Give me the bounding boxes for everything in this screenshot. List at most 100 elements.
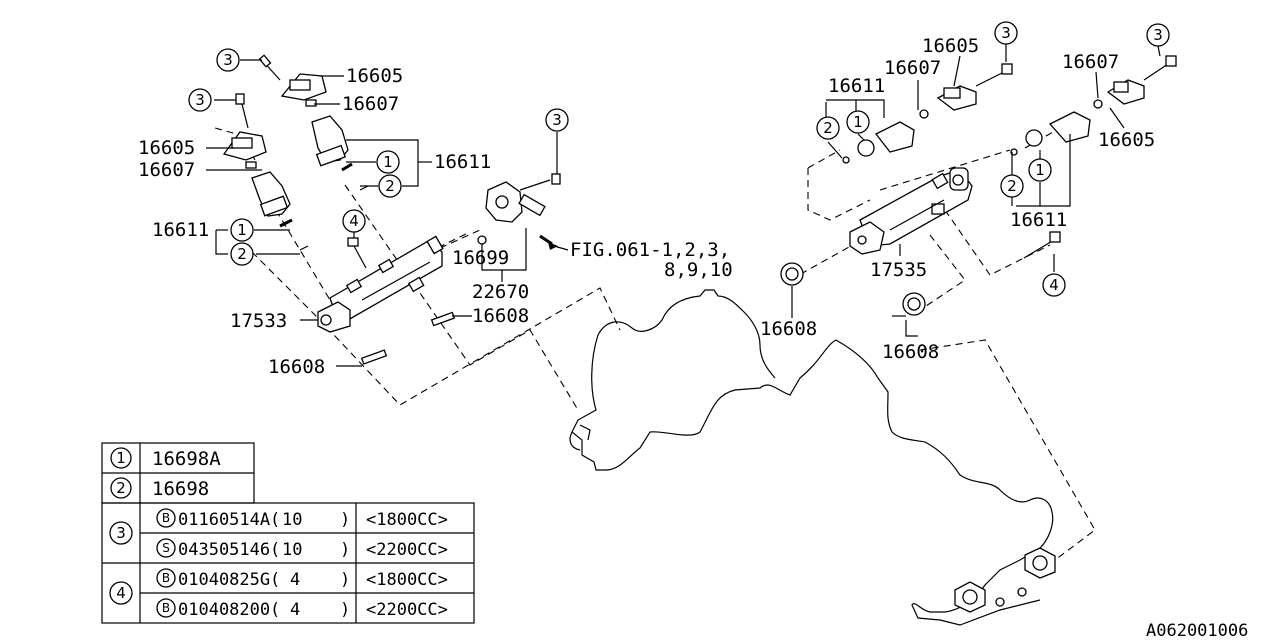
- callout-circle-2: 2: [230, 242, 254, 266]
- legend-part: 16698: [152, 478, 209, 500]
- svg-text:01040825G: 01040825G: [178, 570, 270, 590]
- label-16611: 16611: [152, 219, 209, 241]
- right-bolt-4: [1023, 231, 1061, 259]
- callout-circle-3: 3: [188, 88, 212, 112]
- legend-table: 1 16698A 2 16698 3 B 01160514A 10 <1800C…: [101, 442, 475, 624]
- left-pressure-regulator-22670: [477, 173, 561, 246]
- svg-text:3: 3: [1153, 26, 1163, 44]
- callout-circle-3: 3: [994, 21, 1018, 45]
- left-holder-16605-lower: [222, 93, 267, 169]
- left-injector-upper: [311, 115, 369, 191]
- label-16608: 16608: [268, 356, 325, 378]
- svg-text:1: 1: [853, 113, 863, 131]
- callout-circle-2: 2: [1000, 174, 1024, 198]
- callout-circle-4: 4: [342, 209, 366, 233]
- callout-circle-4: 4: [1042, 273, 1066, 297]
- svg-text:3: 3: [552, 111, 562, 129]
- legend-part: 16698A: [152, 448, 221, 470]
- callout-circle-2: 2: [816, 116, 840, 140]
- svg-text:010408200: 010408200: [178, 600, 270, 620]
- label-fig-ref-1: FIG.061-1,2,3,: [570, 239, 730, 261]
- svg-text:1: 1: [237, 221, 247, 239]
- svg-text:<1800CC>: <1800CC>: [366, 570, 448, 590]
- svg-text:2: 2: [237, 245, 247, 263]
- svg-text:2: 2: [116, 479, 126, 497]
- label-16608: 16608: [760, 318, 817, 340]
- svg-text:(: (: [270, 510, 280, 530]
- label-16608: 16608: [472, 305, 529, 327]
- svg-text:(: (: [270, 600, 280, 620]
- label-16608: 16608: [882, 341, 939, 363]
- svg-text:2: 2: [823, 119, 833, 137]
- left-bolt-4: [347, 237, 367, 269]
- callout-circle-3: 3: [545, 108, 569, 132]
- callout-circle-1: 1: [230, 218, 254, 242]
- right-holder-16605-upper: [936, 63, 1013, 111]
- leader-lines: [206, 44, 1161, 367]
- callout-circle-3: 3: [1146, 23, 1170, 47]
- label-17535: 17535: [870, 259, 927, 281]
- label-16605: 16605: [346, 65, 403, 87]
- legend-group-4: 4 B 01040825G 4 <1800CC> B 010408200 4 <…: [109, 568, 448, 620]
- callout-circle-1: 1: [1028, 158, 1052, 182]
- svg-text:<2200CC>: <2200CC>: [366, 540, 448, 560]
- label-17533: 17533: [230, 310, 287, 332]
- left-gasket-16608-b: [360, 349, 388, 365]
- part-labels-right: 16611 16607 16605 16607 16605 16611 1753…: [760, 35, 1155, 363]
- right-injector-lower: [1010, 99, 1103, 156]
- right-fuel-rail-17535: [849, 167, 973, 255]
- svg-text:3: 3: [195, 91, 205, 109]
- right-holder-16605-lower: [1106, 55, 1177, 105]
- svg-text:2: 2: [385, 177, 395, 195]
- callout-circle-2: 2: [378, 174, 402, 198]
- svg-text:01160514A: 01160514A: [178, 510, 270, 530]
- svg-text:B: B: [162, 601, 170, 615]
- label-16611: 16611: [434, 151, 491, 173]
- label-16611: 16611: [1010, 209, 1067, 231]
- svg-text:4: 4: [290, 600, 300, 620]
- right-injector-upper: [842, 109, 929, 164]
- svg-text:1: 1: [1035, 161, 1045, 179]
- callout-circle-1: 1: [376, 150, 400, 174]
- label-16605: 16605: [922, 35, 979, 57]
- right-gasket-16608-b: [902, 292, 926, 316]
- left-gasket-16608-a: [430, 311, 456, 327]
- label-16607: 16607: [884, 57, 941, 79]
- svg-text:1: 1: [116, 449, 126, 467]
- svg-text:4: 4: [1049, 276, 1059, 294]
- left-fuel-rail-17533: [317, 235, 444, 333]
- diagram-id: A062001006: [1146, 621, 1248, 640]
- callout-circle-1: 1: [846, 110, 870, 134]
- svg-text:2: 2: [1007, 177, 1017, 195]
- svg-text:4: 4: [290, 570, 300, 590]
- legend-group-3: 3 B 01160514A 10 <1800CC> S 043505146 10…: [109, 508, 448, 560]
- right-gasket-16608-a: [780, 262, 804, 286]
- engine-block-outline: [569, 289, 1056, 626]
- left-injector-lower: [251, 171, 309, 251]
- label-16607: 16607: [342, 93, 399, 115]
- label-16607: 16607: [138, 159, 195, 181]
- svg-text:(: (: [270, 570, 280, 590]
- label-16607: 16607: [1062, 51, 1119, 73]
- svg-text:10: 10: [282, 540, 302, 560]
- svg-text:<1800CC>: <1800CC>: [366, 510, 448, 530]
- svg-text:B: B: [162, 511, 170, 525]
- svg-text:(: (: [270, 540, 280, 560]
- svg-text:S: S: [162, 541, 170, 555]
- label-16605: 16605: [1098, 129, 1155, 151]
- legend-parens: () () () (): [270, 510, 350, 620]
- port-boss-1: [954, 581, 986, 613]
- legend-row-1: 1 16698A: [110, 447, 221, 470]
- svg-text:3: 3: [223, 51, 233, 69]
- callout-circle-3: 3: [216, 48, 240, 72]
- label-16611: 16611: [828, 75, 885, 97]
- svg-text:<2200CC>: <2200CC>: [366, 600, 448, 620]
- svg-text:): ): [340, 570, 350, 590]
- svg-text:): ): [340, 510, 350, 530]
- port-boss-2: [1024, 547, 1056, 579]
- part-labels-left: 16605 16607 16611 16605 16607 16611 1753…: [138, 65, 733, 378]
- svg-text:): ): [340, 600, 350, 620]
- svg-text:3: 3: [116, 524, 126, 542]
